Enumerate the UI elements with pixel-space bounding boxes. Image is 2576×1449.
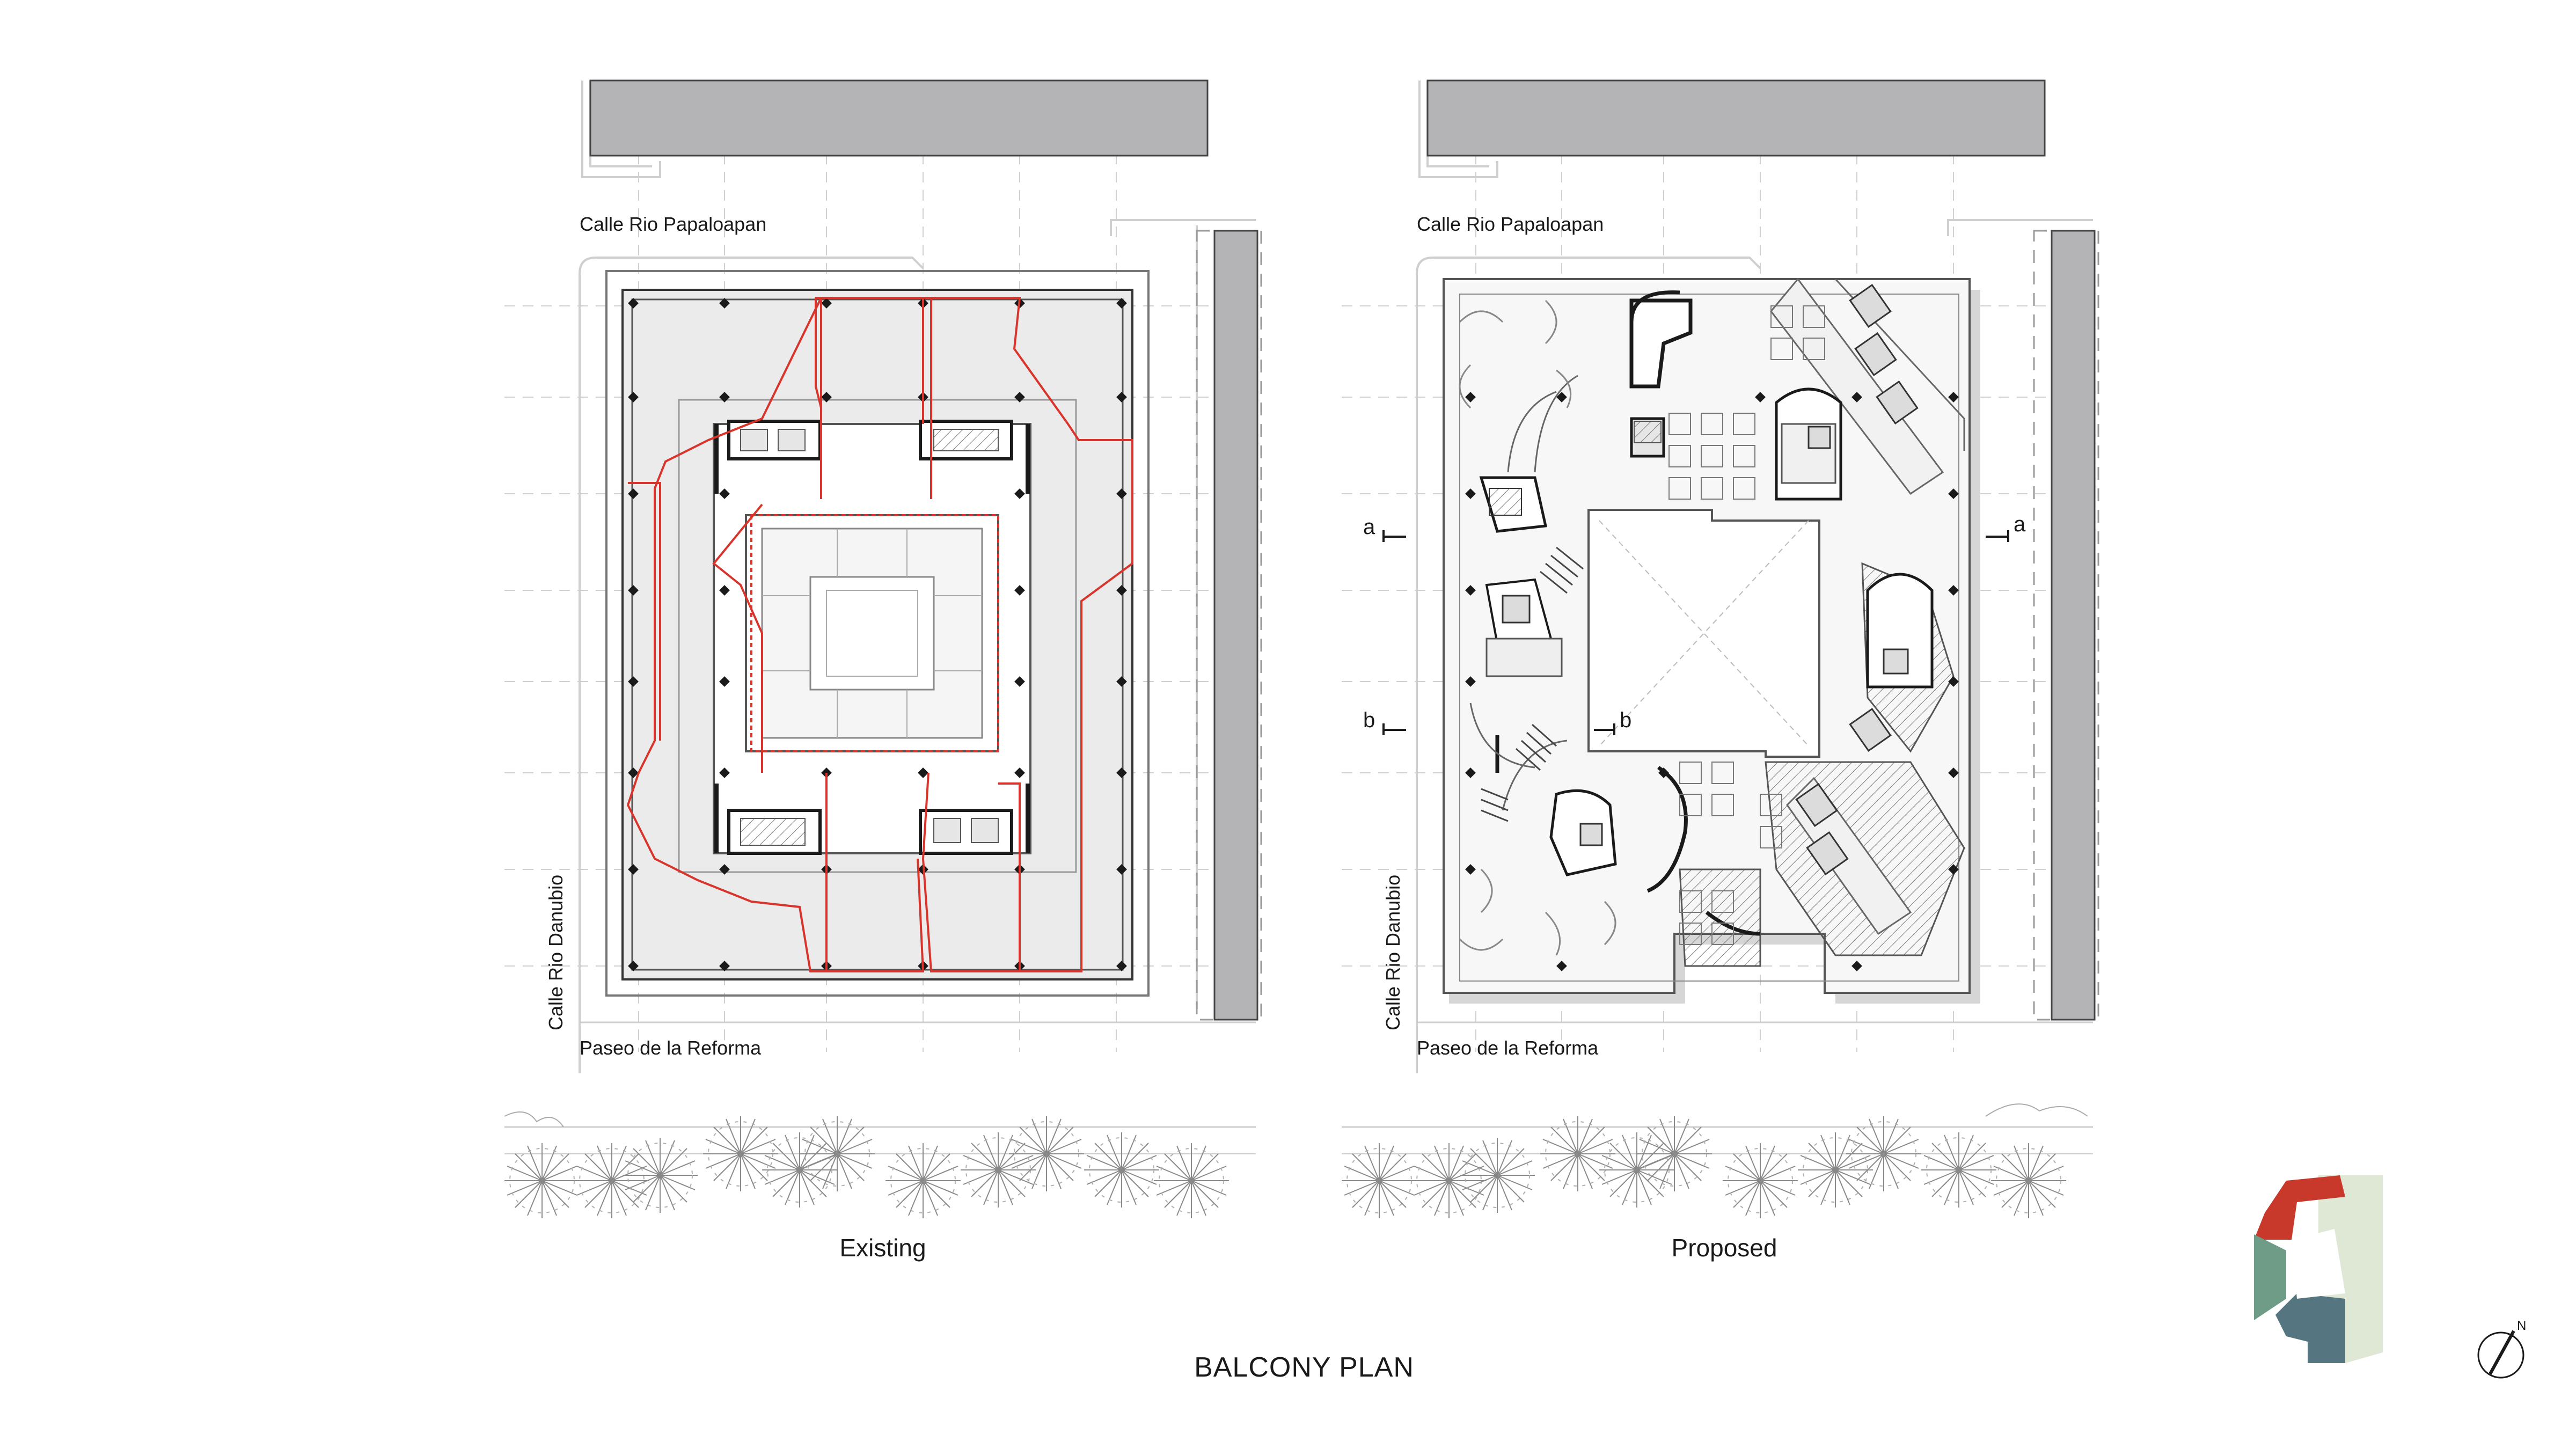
existing-street-top-label: Calle Rio Papaloapan	[580, 213, 766, 235]
proposed-street-bottom-label: Paseo de la Reforma	[1417, 1037, 1599, 1059]
north-arrow: N	[2477, 1319, 2526, 1379]
proposed-plan-caption: Proposed	[1671, 1234, 1777, 1262]
existing-plan-caption: Existing	[839, 1234, 926, 1262]
key-diagram-blue-shape	[2275, 1293, 2345, 1363]
section-mark-a-right: a	[2014, 513, 2026, 536]
sheet-title: BALCONY PLAN	[1194, 1352, 1414, 1383]
proposed-plan: a a b b Calle Rio Papaloapan Paseo de la…	[1341, 79, 2099, 1219]
key-diagram-red-shape	[2254, 1175, 2345, 1240]
key-diagram	[2254, 1175, 2383, 1363]
proposed-street-top-label: Calle Rio Papaloapan	[1417, 213, 1604, 235]
existing-street-bottom-label: Paseo de la Reforma	[580, 1037, 762, 1059]
north-arrow-label: N	[2517, 1319, 2526, 1333]
section-mark-b-left: b	[1363, 708, 1375, 732]
section-mark-b-right: b	[1620, 708, 1631, 732]
proposed-street-side-label: Calle Rio Danubio	[1382, 875, 1404, 1030]
section-mark-a-left: a	[1363, 515, 1375, 539]
existing-street-side-label: Calle Rio Danubio	[545, 875, 567, 1030]
key-diagram-green-shape	[2254, 1234, 2286, 1320]
existing-plan: Calle Rio Papaloapan Paseo de la Reforma…	[504, 79, 1262, 1219]
